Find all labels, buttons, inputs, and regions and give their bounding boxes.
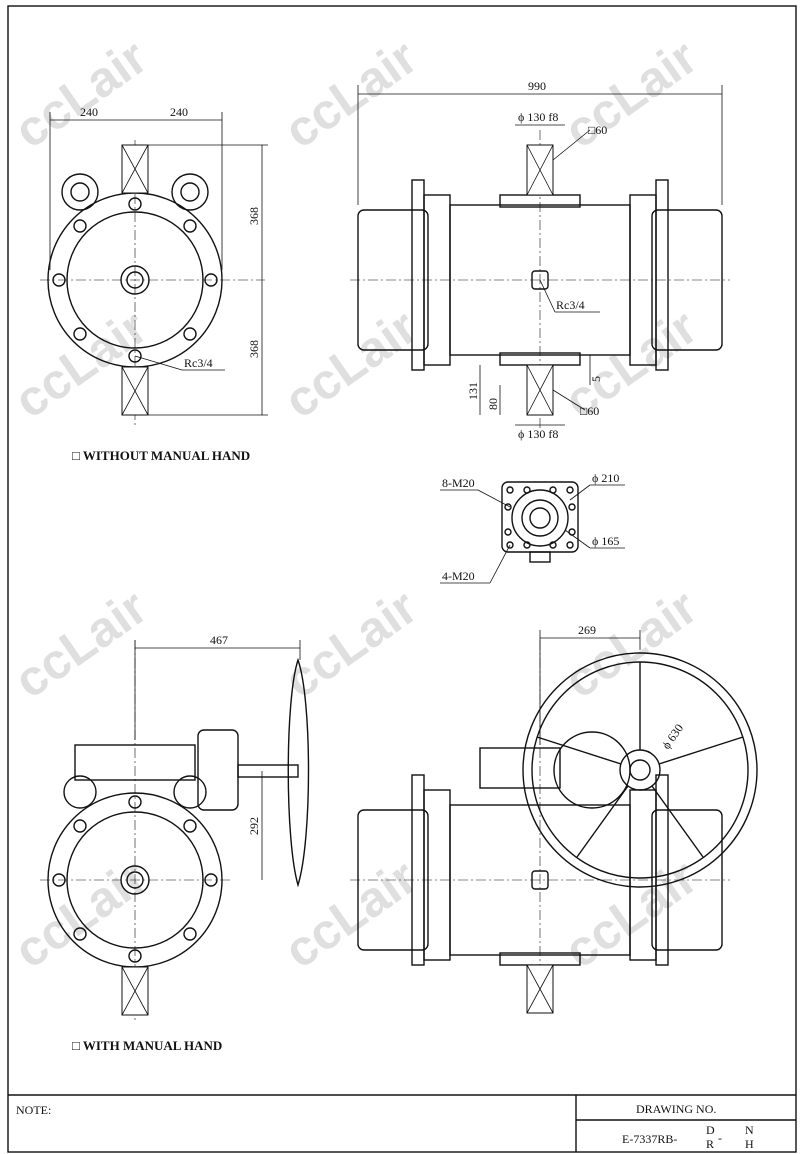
with-manual-hand-label: □ WITH MANUAL HAND — [72, 1038, 222, 1053]
dim-467: 467 — [210, 633, 228, 647]
dim-368-lower: 368 — [247, 340, 261, 358]
drawing-no-value: E-7337RB- — [622, 1132, 677, 1146]
watermark: ccLair — [274, 849, 427, 979]
note-label: NOTE: — [16, 1103, 51, 1117]
bolts-4-m20: 4-M20 — [442, 569, 475, 583]
drawing-no-label: DRAWING NO. — [636, 1102, 716, 1116]
dim-240-left: 240 — [80, 105, 98, 119]
drawing-no-frac1-top: D — [706, 1123, 715, 1137]
dia-165: ϕ 165 — [592, 534, 619, 548]
dim-269: 269 — [578, 623, 596, 637]
bottom-left-view: 467 292 — [40, 633, 310, 1020]
sheet-border — [7, 5, 797, 1153]
title-block: NOTE: DRAWING NO. E-7337RB- D R - N H — [8, 1094, 796, 1152]
drawing-no-frac1-bottom: R — [706, 1137, 714, 1151]
bolts-8-m20: 8-M20 — [442, 476, 475, 490]
drawing-no-frac2-top: N — [745, 1123, 754, 1137]
port-label-right: Rc3/4 — [556, 298, 585, 312]
shaft-top-dia: ϕ 130 f8 — [518, 110, 558, 124]
top-left-view: 240 240 368 368 Rc3/4 — [40, 105, 268, 425]
top-right-view: 990 ϕ 130 f8 □60 Rc3/4 131 80 5 □60 ϕ 13… — [350, 79, 730, 441]
dim-240-right: 240 — [170, 105, 188, 119]
drawing-no-dash: - — [718, 1131, 722, 1145]
drawing-no-frac2-bottom: H — [745, 1137, 754, 1151]
shaft-bottom-dia: ϕ 130 f8 — [518, 427, 558, 441]
watermark: ccLair — [274, 299, 427, 429]
watermark: ccLair — [4, 29, 157, 159]
dim-292: 292 — [247, 817, 261, 835]
dim-5: 5 — [589, 376, 603, 382]
square-bottom: □60 — [580, 404, 599, 418]
wheel-dia-630: ϕ 630 — [659, 721, 686, 751]
watermark: ccLair — [274, 579, 427, 709]
dim-131: 131 — [466, 382, 480, 400]
watermark: ccLair — [4, 579, 157, 709]
watermark: ccLair — [554, 579, 707, 709]
dia-210: ϕ 210 — [592, 471, 619, 485]
dim-990: 990 — [528, 79, 546, 93]
dim-368-upper: 368 — [247, 207, 261, 225]
square-top: □60 — [588, 123, 607, 137]
port-label: Rc3/4 — [184, 356, 213, 370]
watermarks: ccLair ccLair ccLair ccLair ccLair ccLai… — [4, 29, 707, 979]
bottom-right-view: 269 ϕ 630 — [350, 623, 758, 1014]
dim-80: 80 — [486, 398, 500, 410]
watermark: ccLair — [4, 849, 157, 979]
without-manual-hand-label: □ WITHOUT MANUAL HAND — [72, 448, 250, 463]
flange-view: 8-M20 4-M20 ϕ 210 ϕ 165 — [440, 471, 625, 584]
